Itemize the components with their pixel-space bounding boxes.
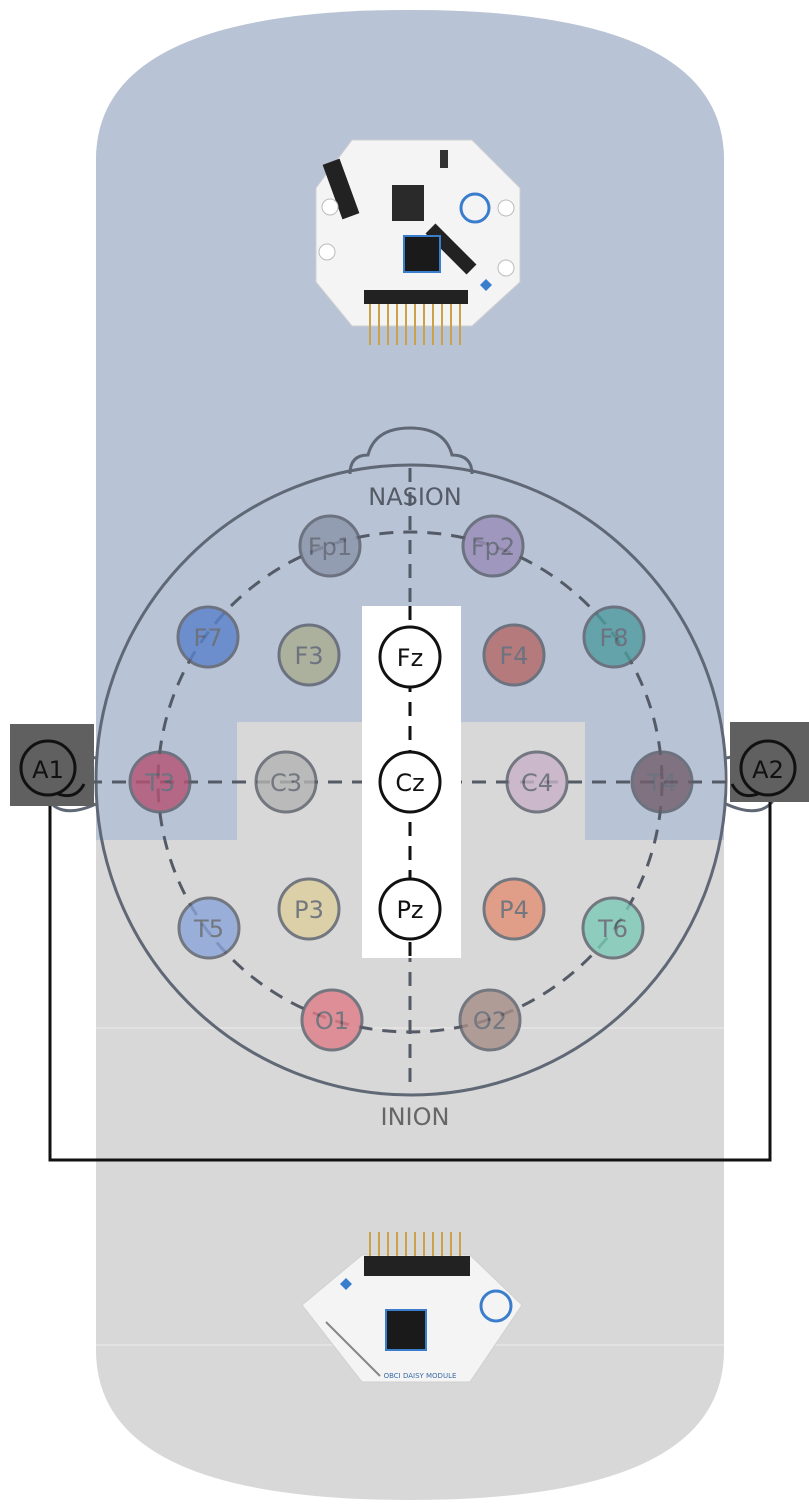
electrode-p4[interactable]: P4	[482, 877, 546, 941]
electrode-c3-label: C3	[270, 769, 302, 797]
electrode-p3-label: P3	[294, 896, 324, 924]
electrode-fp2[interactable]: Fp2	[461, 514, 525, 578]
electrode-o2-marker	[458, 988, 522, 1052]
electrode-fp1-label: Fp1	[308, 533, 352, 561]
electrode-o1[interactable]: O1	[300, 988, 364, 1052]
ear-label-a2: A2	[752, 756, 784, 784]
electrode-t4-marker	[630, 750, 694, 814]
daisy-module-caption: OBCI DAISY MODULE	[384, 1372, 457, 1380]
nasion-label: NASION	[368, 483, 462, 511]
electrode-f3[interactable]: F3	[277, 623, 341, 687]
electrode-t5-marker	[177, 896, 241, 960]
electrode-f7-marker	[176, 605, 240, 669]
head-circle	[94, 463, 728, 1097]
upper-panel	[96, 10, 724, 840]
inion-label: INION	[381, 1103, 450, 1131]
electrode-t3-label: T3	[144, 769, 175, 797]
reference-wire	[48, 782, 772, 1162]
electrode-o2[interactable]: O2	[458, 988, 522, 1052]
electrode-f8[interactable]: F8	[582, 605, 646, 669]
electrode-fz-label: Fz	[397, 644, 423, 672]
electrode-fp2-marker	[461, 514, 525, 578]
nose-outline	[348, 426, 474, 475]
electrode-o2-label: O2	[473, 1007, 507, 1035]
electrode-pz-label: Pz	[396, 896, 423, 924]
electrode-pz-marker	[378, 877, 442, 941]
electrode-f7[interactable]: F7	[176, 605, 240, 669]
electrode-c3-marker	[254, 750, 318, 814]
electrode-o1-label: O1	[315, 1007, 349, 1035]
electrode-p3-marker	[277, 877, 341, 941]
electrode-f3-label: F3	[294, 642, 323, 670]
electrode-f4-marker	[482, 623, 546, 687]
electrode-f4[interactable]: F4	[482, 623, 546, 687]
electrode-fp1-marker	[298, 514, 362, 578]
electrode-f4-label: F4	[499, 642, 528, 670]
electrode-f8-marker	[582, 605, 646, 669]
electrode-t5-label: T5	[193, 915, 224, 943]
electrode-fz[interactable]: Fz	[378, 625, 442, 689]
electrode-t3-marker	[128, 750, 192, 814]
ear-reference-a1[interactable]: A1	[10, 724, 94, 806]
electrode-t4[interactable]: T4	[630, 750, 694, 814]
ear-label-a1: A1	[32, 756, 64, 784]
electrode-cz-label: Cz	[395, 769, 424, 797]
electrode-p4-label: P4	[499, 896, 529, 924]
electrode-t5[interactable]: T5	[177, 896, 241, 960]
electrode-c4-label: C4	[521, 769, 553, 797]
electrode-t6[interactable]: T6	[581, 896, 645, 960]
electrode-cz[interactable]: Cz	[378, 750, 442, 814]
electrode-o1-marker	[300, 988, 364, 1052]
electrode-pz[interactable]: Pz	[378, 877, 442, 941]
electrode-fz-marker	[378, 625, 442, 689]
electrode-f8-label: F8	[599, 624, 628, 652]
electrode-f3-marker	[277, 623, 341, 687]
electrode-t4-label: T4	[646, 769, 677, 797]
bottom-board-image: OBCI DAISY MODULE	[301, 1232, 523, 1383]
electrode-fp1[interactable]: Fp1	[298, 514, 362, 578]
electrode-f7-label: F7	[193, 624, 222, 652]
electrode-t6-label: T6	[597, 915, 628, 943]
top-board-image	[315, 139, 521, 345]
electrode-cz-marker	[378, 750, 442, 814]
electrode-fp2-label: Fp2	[471, 533, 515, 561]
electrode-c4-marker	[505, 750, 569, 814]
electrode-c4[interactable]: C4	[505, 750, 569, 814]
ear-reference-a2[interactable]: A2	[730, 722, 809, 802]
electrode-c3[interactable]: C3	[254, 750, 318, 814]
electrode-t6-marker	[581, 896, 645, 960]
electrode-p3[interactable]: P3	[277, 877, 341, 941]
electrode-p4-marker	[482, 877, 546, 941]
electrode-t3[interactable]: T3	[128, 750, 192, 814]
